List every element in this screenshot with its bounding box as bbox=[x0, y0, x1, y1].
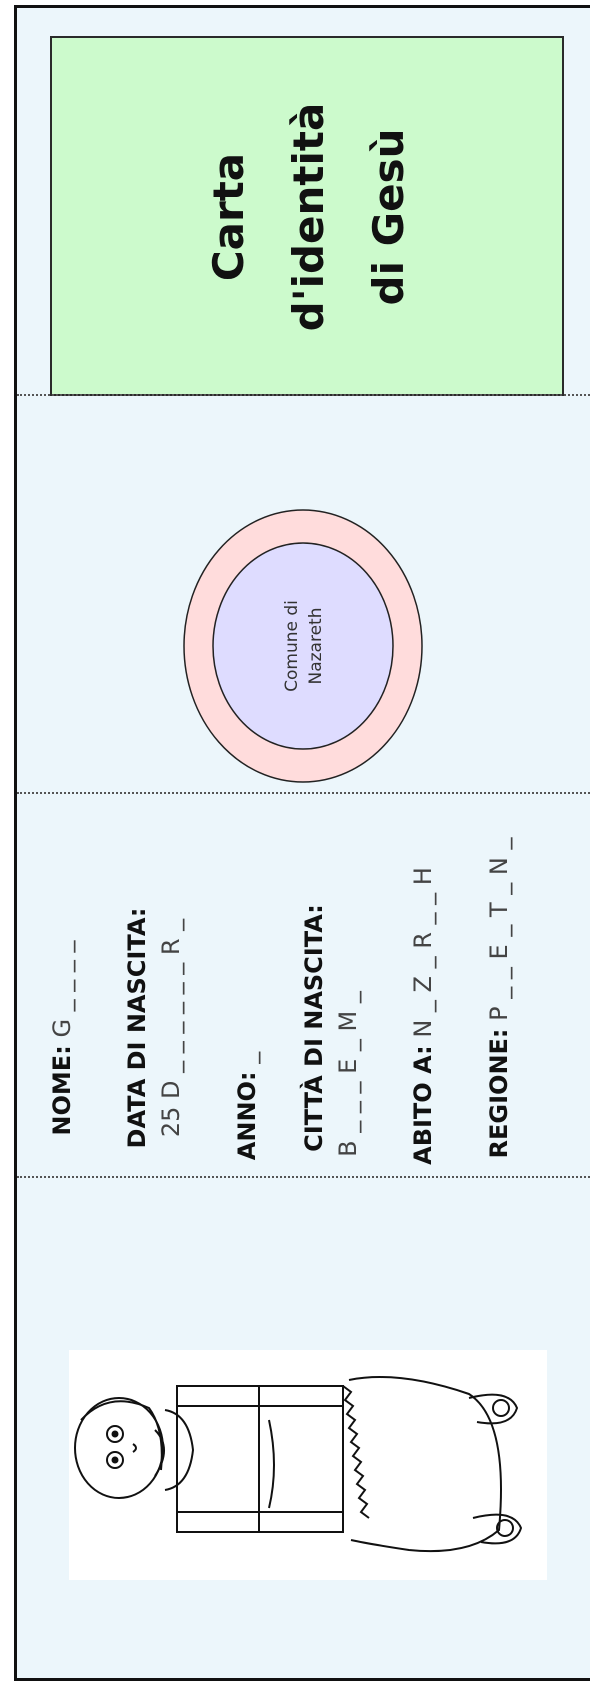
stamp-seal: Comune di Nazareth bbox=[183, 509, 423, 783]
field-citta-value: B _ _ _ E _ M _ bbox=[334, 991, 362, 1157]
stamp-text-line-1: Comune di bbox=[282, 600, 302, 692]
portrait-photo bbox=[69, 1350, 547, 1580]
field-nome-value: G _ _ _ _ bbox=[48, 940, 76, 1038]
field-data-label-row: DATA DI NASCITA: bbox=[123, 908, 151, 1149]
figure-robe bbox=[348, 1376, 502, 1553]
field-data-label: DATA DI NASCITA: bbox=[123, 907, 151, 1149]
field-regione: REGIONE: P _ _ E _ T _ N _ bbox=[485, 838, 513, 1159]
figure-foot-right bbox=[472, 1513, 523, 1545]
field-regione-value: P _ _ E _ T _ N _ bbox=[485, 837, 513, 1021]
field-anno: ANNO: _ bbox=[233, 1052, 261, 1160]
field-nome: NOME: G _ _ _ _ bbox=[48, 940, 76, 1135]
figure-eye-left bbox=[106, 1425, 124, 1443]
figure-beard bbox=[154, 1429, 165, 1477]
identity-card: Carta d'identità di Gesù Comune di Nazar… bbox=[14, 5, 590, 1681]
stamp-inner-disc bbox=[212, 542, 394, 750]
field-regione-label: REGIONE: bbox=[485, 1028, 513, 1159]
card-title: Carta d'identità di Gesù bbox=[189, 103, 429, 332]
field-data-value: 25 D _ _ _ _ _ _ R _ bbox=[157, 918, 185, 1138]
field-abito-value: N _ Z _ R _ _ H bbox=[409, 867, 437, 1038]
title-line-3: di Gesù bbox=[364, 128, 413, 306]
field-anno-label: ANNO: bbox=[233, 1071, 261, 1161]
title-line-1: Carta bbox=[204, 152, 253, 282]
fold-line-2 bbox=[17, 792, 590, 794]
jesus-figure-drawing bbox=[74, 1376, 523, 1553]
field-citta-label-row: CITTÀ DI NASCITA: bbox=[300, 904, 328, 1152]
title-line-2: d'identità bbox=[284, 102, 333, 332]
field-abito-label: ABITO A: bbox=[409, 1045, 437, 1165]
title-panel: Carta d'identità di Gesù bbox=[50, 36, 564, 396]
field-anno-value: _ bbox=[233, 1051, 261, 1064]
figure-eye-right bbox=[106, 1451, 124, 1469]
fold-line-1 bbox=[17, 394, 590, 396]
figure-foot-left bbox=[468, 1393, 519, 1425]
field-nome-label: NOME: bbox=[48, 1045, 76, 1136]
figure-hair bbox=[80, 1400, 163, 1471]
field-abito: ABITO A: N _ Z _ R _ _ H bbox=[409, 867, 437, 1165]
field-citta-label: CITTÀ DI NASCITA: bbox=[300, 904, 328, 1152]
fold-line-3 bbox=[17, 1176, 590, 1178]
stamp-text-line-2: Nazareth bbox=[306, 608, 326, 685]
figure-collar bbox=[164, 1409, 195, 1491]
figure-fringe bbox=[342, 1385, 370, 1519]
